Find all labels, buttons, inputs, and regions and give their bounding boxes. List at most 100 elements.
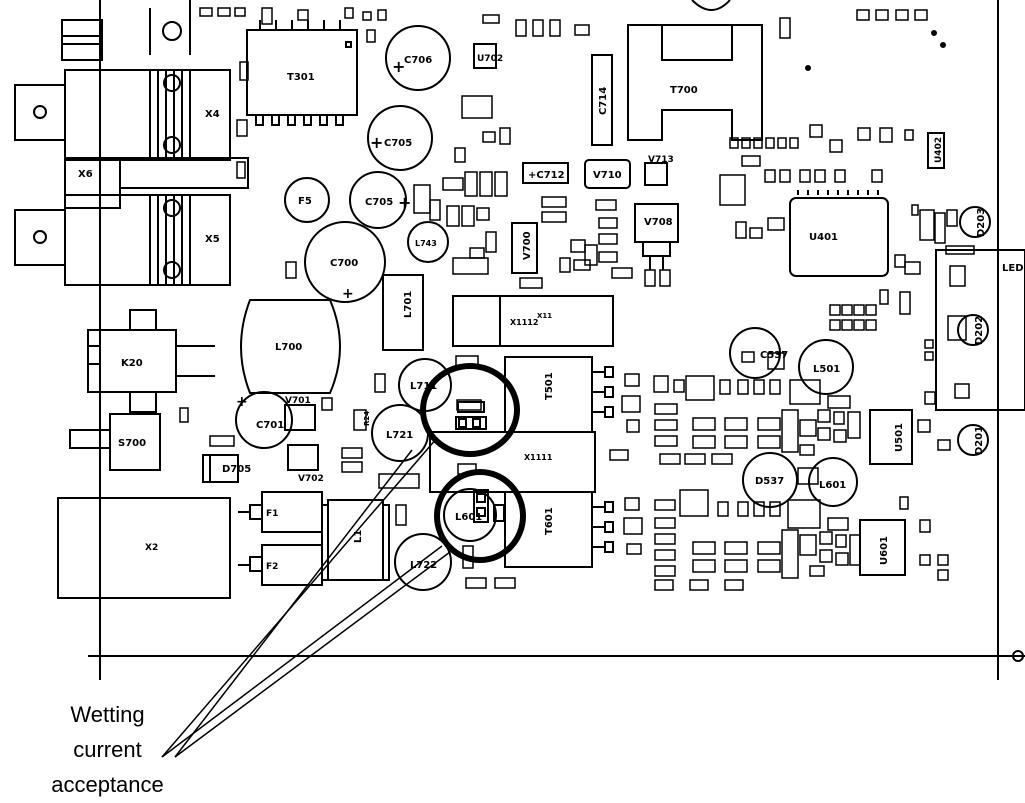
svg-text:X1111: X1111 bbox=[524, 453, 553, 462]
svg-text:U601: U601 bbox=[879, 536, 890, 565]
svg-text:T700: T700 bbox=[670, 85, 698, 96]
svg-text:X1112: X1112 bbox=[510, 318, 538, 327]
svg-text:C701: C701 bbox=[256, 420, 284, 431]
inductor-l501 bbox=[798, 339, 854, 395]
inductor-l700 bbox=[240, 299, 341, 394]
svg-text:X11: X11 bbox=[537, 312, 552, 320]
svg-text:D705: D705 bbox=[222, 464, 251, 475]
fuse-f2 bbox=[238, 544, 323, 586]
callout-circle-upper bbox=[420, 363, 520, 457]
inductor-l743 bbox=[407, 221, 449, 263]
svg-text:X4: X4 bbox=[205, 109, 220, 120]
led-area bbox=[935, 249, 1025, 411]
svg-text:+: + bbox=[236, 394, 248, 410]
svg-text:L722: L722 bbox=[410, 560, 437, 571]
ic-u402 bbox=[927, 132, 945, 169]
regulator-v713 bbox=[644, 162, 668, 186]
capacitor-c712 bbox=[522, 162, 569, 184]
transformer-t501 bbox=[504, 356, 614, 433]
capacitor-c705 bbox=[349, 171, 407, 229]
svg-text:U402: U402 bbox=[934, 137, 944, 163]
smd-components bbox=[179, 7, 975, 591]
callout-line-2: current bbox=[73, 737, 142, 762]
regulator-v710 bbox=[584, 159, 631, 189]
callout-leaders bbox=[161, 437, 455, 758]
connector-x4 bbox=[14, 69, 231, 161]
svg-text:D202: D202 bbox=[974, 316, 985, 345]
jumper-upper bbox=[455, 401, 487, 430]
connector-x6 bbox=[64, 157, 249, 209]
ic-u401 bbox=[789, 190, 889, 277]
svg-text:L711: L711 bbox=[410, 381, 437, 392]
svg-text:F1: F1 bbox=[266, 509, 278, 519]
svg-text:C706: C706 bbox=[404, 55, 432, 66]
regulator-u702 bbox=[473, 43, 497, 69]
svg-text:V702: V702 bbox=[298, 474, 324, 484]
ic-v700 bbox=[511, 222, 538, 274]
svg-text:X2: X2 bbox=[145, 543, 158, 553]
diode-d202 bbox=[957, 314, 989, 346]
regulator-v702 bbox=[287, 444, 319, 471]
svg-text:C537: C537 bbox=[760, 350, 788, 361]
svg-text:F2: F2 bbox=[266, 562, 278, 572]
capacitor-c705-upper bbox=[367, 105, 433, 171]
svg-text:D201: D201 bbox=[974, 426, 985, 455]
svg-text:L701: L701 bbox=[403, 291, 414, 318]
callout-circle-lower bbox=[434, 469, 526, 563]
svg-text:L1: L1 bbox=[353, 530, 364, 543]
transformer-t301 bbox=[246, 20, 358, 126]
jumper-lower bbox=[473, 489, 505, 523]
ic-u501 bbox=[869, 409, 913, 465]
svg-text:L601: L601 bbox=[819, 480, 846, 491]
svg-text:U501: U501 bbox=[894, 423, 905, 452]
svg-text:T601: T601 bbox=[544, 507, 555, 535]
diode-d203 bbox=[959, 206, 991, 238]
svg-text:C714: C714 bbox=[598, 87, 609, 115]
svg-text:+: + bbox=[398, 193, 411, 212]
svg-text:+: + bbox=[342, 286, 354, 302]
svg-text:+: + bbox=[392, 57, 405, 76]
svg-text:C705: C705 bbox=[365, 197, 393, 208]
svg-text:LED1: LED1 bbox=[1002, 263, 1025, 274]
svg-text:L743: L743 bbox=[415, 239, 437, 248]
svg-text:T501: T501 bbox=[544, 372, 555, 400]
capacitor-c714 bbox=[591, 54, 613, 146]
regulator-v701 bbox=[284, 404, 316, 431]
capacitor-c706 bbox=[385, 25, 451, 91]
regulator-v708 bbox=[634, 203, 679, 270]
capacitor-c700 bbox=[304, 221, 386, 303]
svg-text:U401: U401 bbox=[809, 232, 838, 243]
callout-line-1: Wetting bbox=[70, 702, 145, 727]
diode-d705 bbox=[202, 454, 239, 483]
svg-text:L721: L721 bbox=[386, 430, 413, 441]
switch-s700 bbox=[69, 413, 161, 471]
svg-text:+: + bbox=[370, 133, 383, 152]
svg-text:V700: V700 bbox=[522, 231, 533, 260]
fuse-f5 bbox=[284, 177, 330, 223]
svg-text:K20: K20 bbox=[121, 358, 143, 369]
svg-text:+C712: +C712 bbox=[528, 170, 565, 181]
inductor-l722 bbox=[394, 533, 452, 591]
svg-text:V708: V708 bbox=[644, 217, 673, 228]
transformer-t601 bbox=[504, 491, 614, 568]
fuse-f1 bbox=[238, 491, 323, 533]
svg-text:X5: X5 bbox=[205, 234, 220, 245]
svg-text:D203: D203 bbox=[976, 208, 987, 237]
inductor-l701 bbox=[382, 274, 424, 351]
svg-text:D537: D537 bbox=[755, 476, 784, 487]
svg-text:X6: X6 bbox=[78, 169, 93, 180]
callout-line-3: acceptance bbox=[51, 772, 164, 797]
inductor-l601b bbox=[808, 457, 858, 507]
svg-text:V713: V713 bbox=[648, 155, 674, 165]
svg-text:L501: L501 bbox=[813, 364, 840, 375]
relay-k20 bbox=[87, 309, 215, 413]
svg-text:F5: F5 bbox=[298, 196, 312, 207]
connector-x5 bbox=[14, 194, 231, 286]
svg-text:T301: T301 bbox=[287, 72, 315, 83]
inductor-l601 bbox=[443, 488, 497, 542]
svg-text:V710: V710 bbox=[593, 170, 622, 181]
svg-text:C700: C700 bbox=[330, 258, 358, 269]
diode-d201 bbox=[957, 424, 989, 456]
svg-text:U702: U702 bbox=[477, 54, 503, 64]
